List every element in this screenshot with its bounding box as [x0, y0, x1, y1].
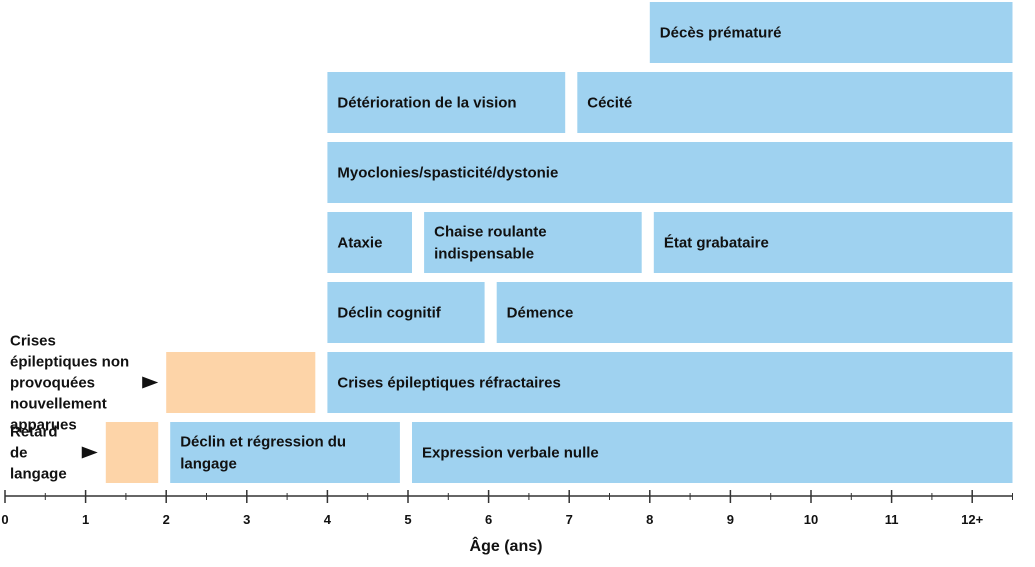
- bar-declin-cognitif: [327, 282, 485, 343]
- bar-deterioration-de-la-vision: [327, 72, 566, 133]
- bar-cecite: [577, 72, 1013, 133]
- bar-crises-epileptiques-refractaires: [327, 352, 1013, 413]
- x-tick-label-9: 9: [727, 512, 734, 527]
- x-axis: 0 1 2 3 4 5 6 7 8 9 10 11 12+: [1, 490, 1013, 527]
- bar-declin-et-regression-du-langage: [170, 422, 400, 483]
- x-tick-label-12: 12+: [961, 512, 983, 527]
- x-tick-label-7: 7: [566, 512, 573, 527]
- bar-label-myoclonies-spasticite-dystonie: Myoclonies/spasticité/dystonie: [337, 165, 558, 182]
- x-tick-label-8: 8: [646, 512, 653, 527]
- x-tick-label-0: 0: [1, 512, 8, 527]
- x-tick-label-11: 11: [885, 512, 899, 527]
- bar-label-crises-epileptiques-refractaires: Crises épileptiques réfractaires: [337, 375, 560, 392]
- bar-demence: [496, 282, 1013, 343]
- bar-expression-verbale-nulle: [412, 422, 1013, 483]
- bar-label-expression-verbale-nulle: Expression verbale nulle: [422, 445, 599, 462]
- bar-label-deces-premature: Décès prématuré: [660, 25, 782, 42]
- bar-label-declin-cognitif: Déclin cognitif: [337, 305, 441, 322]
- x-tick-label-4: 4: [324, 512, 332, 527]
- bar-deces-premature: [649, 2, 1013, 63]
- arrow-icon: [81, 446, 98, 459]
- bar-label-deterioration-de-la-vision: Détérioration de la vision: [337, 95, 516, 112]
- bar-label-ataxie: Ataxie: [337, 235, 382, 252]
- bar-label-demence: Démence: [507, 305, 574, 322]
- bar-label-etat-grabataire: État grabataire: [664, 235, 769, 252]
- x-tick-label-5: 5: [404, 512, 411, 527]
- x-tick-label-3: 3: [243, 512, 250, 527]
- bar-early-onset-row-6: [105, 422, 159, 483]
- bar-label-cecite: Cécité: [587, 95, 632, 112]
- bar-chaise-roulante-indispensable: [424, 212, 642, 273]
- bar-myoclonies-spasticite-dystonie: [327, 142, 1013, 203]
- bars-layer: [105, 2, 1013, 483]
- x-tick-label-10: 10: [804, 512, 818, 527]
- x-tick-label-1: 1: [82, 512, 89, 527]
- x-tick-label-2: 2: [163, 512, 170, 527]
- bar-etat-grabataire: [653, 212, 1013, 273]
- x-tick-label-6: 6: [485, 512, 492, 527]
- arrow-icon: [142, 376, 159, 389]
- bar-ataxie: [327, 212, 412, 273]
- bar-early-onset-row-5: [166, 352, 316, 413]
- x-axis-title: Âge (ans): [470, 536, 543, 555]
